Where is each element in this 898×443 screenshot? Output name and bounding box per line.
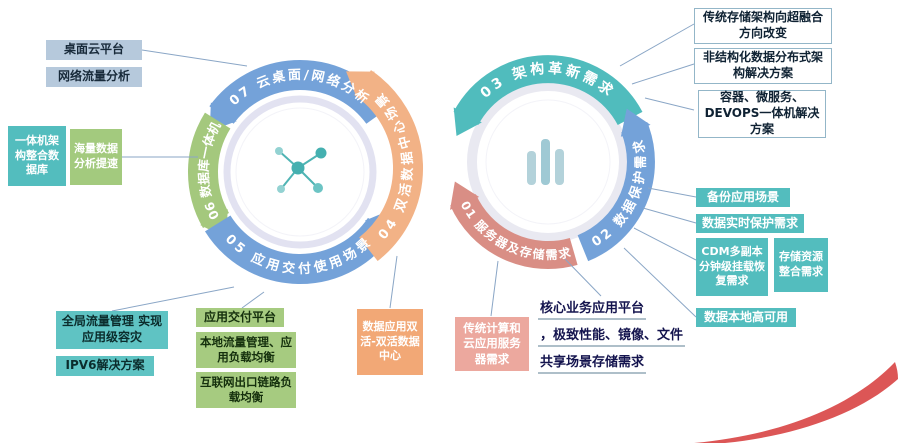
bar-chart-icon (527, 139, 564, 185)
label-container-devops-appliance: 容器、微服务、DEVOPS一体机解决方案 (698, 90, 826, 138)
connector-line (619, 23, 695, 67)
connector-line (564, 258, 602, 297)
label-storage-to-hci: 传统存储架构向超融合方向改变 (694, 8, 832, 44)
connector-line (647, 187, 697, 198)
left-ring-track (223, 95, 377, 249)
core-business-line-2: ，极致性能、镜像、文件 (538, 323, 686, 347)
label-internet-egress-load-balance: 互联网出口链路负载均衡 (196, 372, 296, 408)
label-core-business-storage-needs: 核心业务应用平台 ，极致性能、镜像、文件 共享场景存储需求 (538, 296, 686, 377)
connector-line (111, 286, 235, 312)
label-cdm-mount-recovery: CDM多副本分钟级挂载恢复需求 (696, 238, 768, 296)
label-dual-active-data-center: 数据应用双活-双活数据中心 (357, 309, 423, 375)
connector-line (389, 255, 398, 309)
label-network-traffic-analysis: 网络流量分析 (46, 67, 142, 87)
connector-line (644, 97, 695, 111)
connector-line (623, 247, 697, 318)
label-local-high-availability: 数据本地高可用 (696, 308, 796, 327)
right-ring-track (467, 81, 629, 243)
label-app-delivery-platform: 应用交付平台 (196, 308, 284, 327)
core-business-line-3: 共享场景存储需求 (538, 350, 647, 374)
connector-line (241, 291, 265, 309)
molecule-network-icon (275, 147, 327, 193)
label-allinone-architecture-db: 一体机架构整合数据库 (8, 126, 66, 186)
connector-line (631, 63, 695, 85)
connector-line (633, 227, 697, 261)
label-unstructured-distributed-solution: 非结构化数据分布式架构解决方案 (694, 48, 832, 84)
red-swoosh-decoration (693, 362, 898, 443)
label-ipv6-solution: IPV6解决方案 (56, 356, 154, 376)
label-realtime-data-protection: 数据实时保护需求 (696, 214, 804, 233)
core-business-line-1: 核心业务应用平台 (538, 296, 647, 320)
connector-line (141, 49, 248, 67)
connector-lines (111, 23, 697, 318)
label-local-traffic-load-balance: 本地流量管理、应用负载均衡 (196, 332, 296, 368)
connector-line (642, 207, 697, 224)
label-desktop-cloud-platform: 桌面云平台 (46, 40, 142, 60)
label-global-traffic-management: 全局流量管理 实现应用级容灾 (56, 311, 168, 349)
label-traditional-cloud-server-needs: 传统计算和云应用服务器需求 (455, 317, 529, 371)
label-storage-consolidation: 存储资源整合需求 (774, 238, 828, 292)
connector-line (490, 260, 499, 317)
label-massive-data-analysis: 海量数据分析提速 (70, 129, 122, 185)
label-backup-scenario: 备份应用场景 (696, 188, 790, 207)
